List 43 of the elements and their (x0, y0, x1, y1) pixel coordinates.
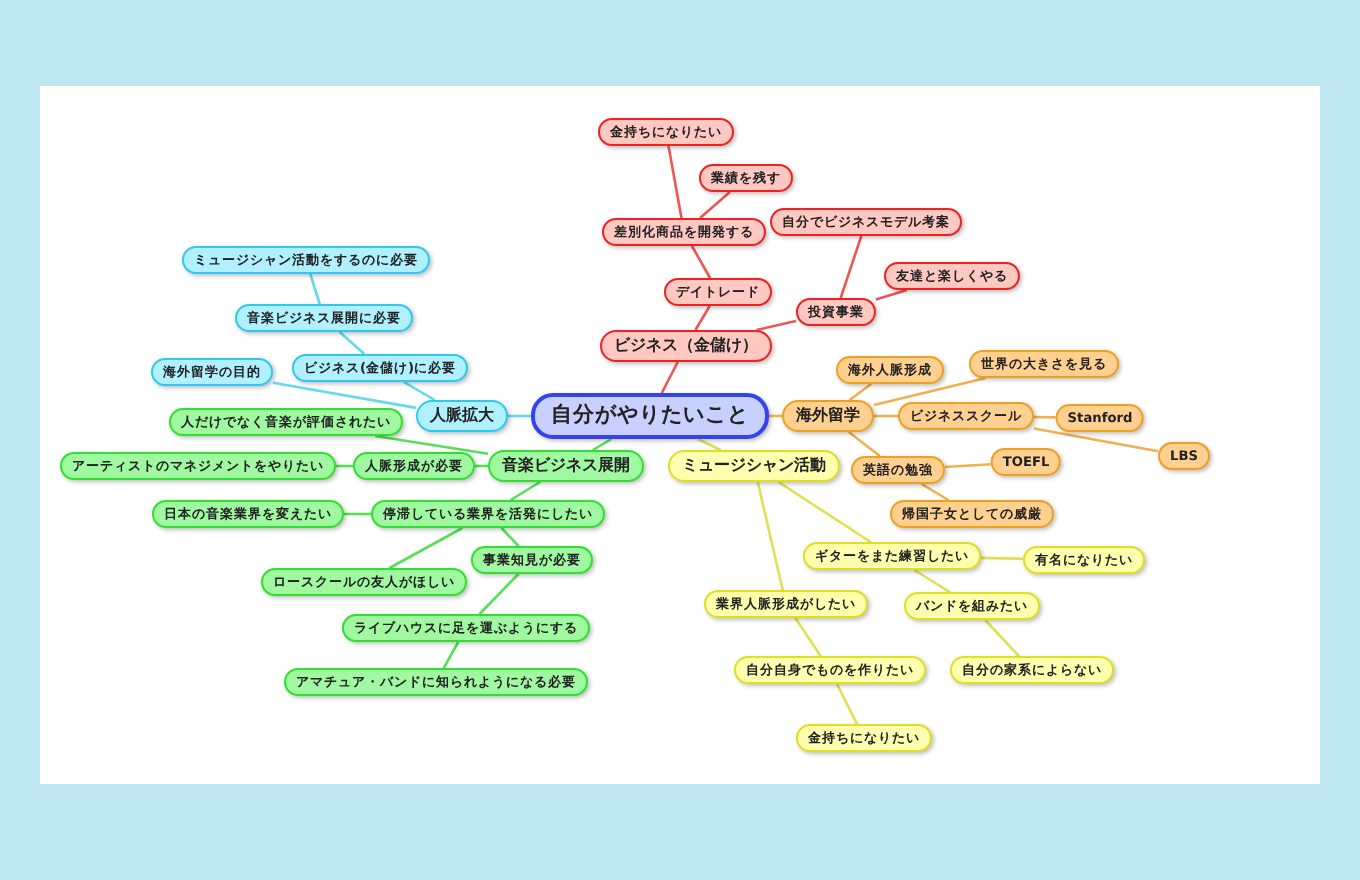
connector-line (478, 573, 520, 615)
connector-line (309, 273, 321, 305)
connector-line (873, 376, 987, 407)
connector-line (403, 380, 436, 402)
connector-line (984, 619, 1020, 657)
branch-bubble: ミュージシャン活動 (668, 450, 840, 482)
connector-line (848, 382, 872, 402)
connector-line (839, 235, 863, 299)
topic-bubble: 自分がやりたいこと (531, 393, 769, 439)
connector-line (699, 191, 731, 219)
connector-line (667, 145, 683, 219)
branch-bubble: 海外留学 (782, 400, 874, 432)
connector-line (694, 305, 711, 331)
connector-line (508, 414, 531, 418)
connector-line (697, 437, 722, 452)
connector-line (388, 526, 464, 570)
connector-line (1033, 415, 1056, 419)
connector-line (944, 462, 991, 469)
connector-line (980, 556, 1024, 561)
connector-line (1033, 427, 1159, 453)
connector-line (592, 437, 613, 452)
connector-line (500, 527, 520, 547)
connector-line (510, 480, 541, 502)
branch-bubble: ビジネス（金儲け） (600, 330, 772, 362)
connector-line (374, 434, 489, 456)
connector-line (344, 512, 371, 516)
branch-bubble: 音楽ビジネス展開 (488, 450, 644, 482)
connector-line (690, 245, 712, 279)
connector-line (338, 331, 366, 355)
branch-bubble: 人脈拡大 (416, 400, 508, 432)
connector-line (847, 430, 881, 458)
connector-line (835, 683, 859, 725)
connector-line (660, 361, 679, 394)
connector-line (442, 641, 460, 669)
connector-line (756, 319, 797, 332)
connector-line (913, 568, 951, 594)
connector-line (756, 481, 784, 591)
connector-line (875, 288, 908, 301)
connector-line (874, 414, 898, 418)
connector-line (777, 480, 872, 544)
connector-line (794, 617, 822, 657)
connector-line (920, 482, 950, 502)
connector-line (272, 381, 417, 410)
